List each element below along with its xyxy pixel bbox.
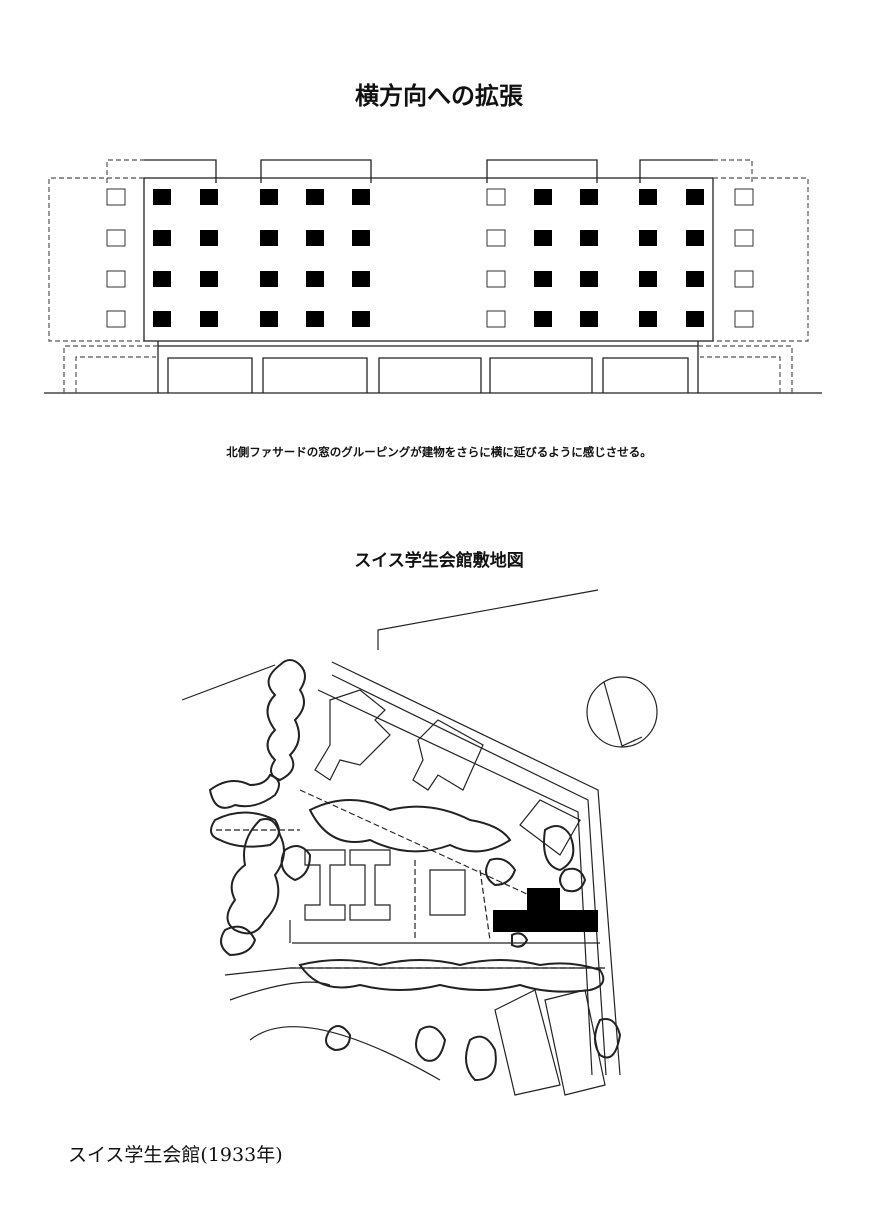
window-filled — [686, 271, 704, 287]
facade-title: 横方向への拡張 — [355, 82, 523, 110]
window-open — [486, 310, 506, 328]
window-filled — [153, 271, 171, 287]
window-filled — [260, 311, 278, 327]
ground-floor-bay — [489, 357, 593, 393]
building-c — [519, 799, 581, 856]
ground-floor-bay — [167, 357, 253, 393]
window-filled — [639, 271, 657, 287]
window-filled — [580, 271, 598, 287]
window-open — [106, 270, 126, 288]
extension-dashed-outline — [48, 159, 809, 393]
window-filled — [260, 189, 278, 205]
north-arrow-icon — [586, 676, 658, 748]
window-open — [734, 270, 754, 288]
window-filled — [153, 189, 171, 205]
window-filled — [306, 230, 324, 246]
site-plan-title: スイス学生会館敷地図 — [354, 551, 524, 571]
building-a — [314, 689, 391, 781]
window-filled — [200, 230, 218, 246]
window-filled — [306, 271, 324, 287]
window-filled — [534, 271, 552, 287]
window-filled — [639, 230, 657, 246]
window-open — [106, 229, 126, 247]
window-filled — [534, 230, 552, 246]
window-filled — [686, 189, 704, 205]
grouping-brackets — [144, 159, 713, 183]
window-filled — [352, 311, 370, 327]
window-filled — [639, 189, 657, 205]
facade-caption: 北側ファサードの窓のグルーピングが建物をさらに横に延びるように感じさせる。 — [226, 445, 652, 459]
window-filled — [352, 230, 370, 246]
tree-rows-icon — [208, 659, 622, 1082]
window-filled — [200, 189, 218, 205]
window-filled — [686, 230, 704, 246]
window-filled — [352, 189, 370, 205]
window-open — [734, 310, 754, 328]
window-filled — [153, 311, 171, 327]
main-building-outline — [143, 177, 714, 342]
window-open — [486, 188, 506, 206]
window-filled — [580, 230, 598, 246]
window-filled — [580, 311, 598, 327]
window-filled — [200, 271, 218, 287]
window-open — [734, 229, 754, 247]
window-filled — [534, 311, 552, 327]
window-filled — [352, 271, 370, 287]
ground-floor-bay — [378, 357, 482, 393]
window-open — [106, 310, 126, 328]
window-filled — [534, 189, 552, 205]
pavilion-building — [304, 849, 391, 921]
swiss-pavilion-building — [493, 888, 598, 932]
window-open — [106, 188, 126, 206]
window-open — [734, 188, 754, 206]
ground-floor-bay — [262, 357, 368, 393]
window-filled — [260, 271, 278, 287]
road-north — [377, 589, 599, 650]
building-b — [412, 719, 484, 791]
window-filled — [686, 311, 704, 327]
ground-floor-bay — [602, 357, 689, 393]
window-filled — [306, 189, 324, 205]
window-filled — [580, 189, 598, 205]
window-open — [486, 229, 506, 247]
window-filled — [200, 311, 218, 327]
tennis-courts — [494, 989, 606, 1096]
footer-label: スイス学生会館(1933年) — [68, 1144, 283, 1166]
small-building — [429, 869, 466, 916]
window-filled — [306, 311, 324, 327]
window-filled — [260, 230, 278, 246]
window-filled — [153, 230, 171, 246]
window-filled — [639, 311, 657, 327]
window-open — [486, 270, 506, 288]
